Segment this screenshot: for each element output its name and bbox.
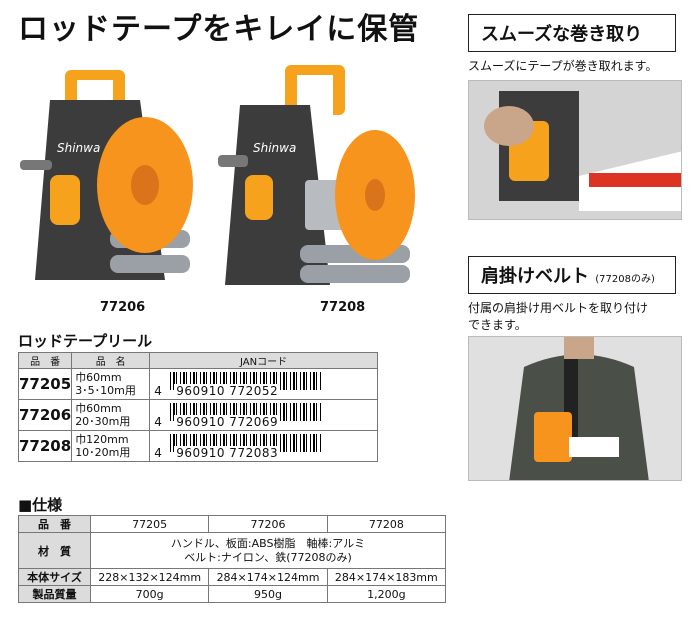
feature-desc-smooth: スムーズにテープが巻き取れます。 bbox=[468, 59, 658, 73]
spec-model: 77208 bbox=[326, 515, 447, 533]
spec-material-line1: ハンドル、板面:ABS樹脂 軸棒:アルミ bbox=[170, 536, 366, 550]
row-name-line1: 巾60mm bbox=[75, 371, 122, 384]
col-header-jan: JANコード bbox=[149, 352, 378, 369]
spec-weight: 700g bbox=[89, 585, 210, 603]
barcode-digits: 960910 772052 bbox=[174, 383, 281, 398]
row-name-line2: 3･5･10m用 bbox=[75, 384, 136, 397]
feature-title-belt-note: (77208のみ) bbox=[595, 274, 655, 285]
barcode-digit-first: 4 bbox=[154, 445, 162, 460]
spec-size: 228×132×124mm bbox=[89, 568, 210, 586]
row-code: 77205 bbox=[17, 368, 73, 400]
feature-title-belt-text: 肩掛けベルト bbox=[481, 266, 589, 287]
spec-label-material: 材 質 bbox=[18, 532, 91, 569]
spec-size: 284×174×183mm bbox=[326, 568, 447, 586]
product-logo: Shinwa bbox=[57, 141, 100, 155]
row-code: 77208 bbox=[17, 430, 73, 462]
row-name-line1: 巾60mm bbox=[75, 402, 122, 415]
product-image-77208: Shinwa bbox=[215, 60, 425, 290]
photo-winding bbox=[468, 80, 682, 220]
spec-label-model: 品 番 bbox=[18, 515, 91, 533]
barcode-digits: 960910 772069 bbox=[174, 414, 281, 429]
page-title: ロッドテープをキレイに保管 bbox=[18, 12, 420, 47]
spec-material-line2: ベルト:ナイロン、鉄(77208のみ) bbox=[184, 550, 352, 564]
feature-title-smooth: スムーズな巻き取り bbox=[468, 14, 676, 52]
lineup-heading: ロッドテープリール bbox=[18, 332, 153, 350]
spec-model: 77205 bbox=[89, 515, 210, 533]
row-name-line2: 20･30m用 bbox=[75, 415, 131, 428]
feature-desc-belt-line2: できます。 bbox=[468, 318, 527, 332]
spec-weight: 1,200g bbox=[326, 585, 447, 603]
barcode-digit-first: 4 bbox=[154, 414, 162, 429]
barcode-digit-first: 4 bbox=[154, 383, 162, 398]
col-header-code: 品 番 bbox=[17, 352, 73, 369]
product-logo: Shinwa bbox=[253, 141, 296, 155]
feature-desc-belt-line1: 付属の肩掛け用ベルトを取り付け bbox=[468, 301, 649, 315]
row-barcode: 4 960910 772052 bbox=[149, 368, 378, 400]
spec-heading: ■仕様 bbox=[18, 496, 63, 514]
row-name-line1: 巾120mm bbox=[75, 433, 129, 446]
spec-model: 77206 bbox=[208, 515, 328, 533]
row-barcode: 4 960910 772083 bbox=[149, 430, 378, 462]
product-model-77208: 77208 bbox=[320, 300, 366, 315]
photo-shoulder-belt bbox=[468, 336, 682, 481]
spec-label-size: 本体サイズ bbox=[18, 568, 91, 586]
spec-size-row: 本体サイズ 228×132×124mm 284×174×124mm 284×17… bbox=[18, 568, 447, 586]
product-image-77206: Shinwa bbox=[15, 60, 225, 290]
row-barcode: 4 960910 772069 bbox=[149, 399, 378, 431]
spec-size: 284×174×124mm bbox=[208, 568, 328, 586]
spec-label-weight: 製品質量 bbox=[18, 585, 91, 603]
row-code: 77206 bbox=[17, 399, 73, 431]
table-header-row: 品 番 品 名 JANコード bbox=[17, 352, 378, 369]
product-model-77206: 77206 bbox=[100, 300, 146, 315]
spec-material-row: 材 質 ハンドル、板面:ABS樹脂 軸棒:アルミベルト:ナイロン、鉄(77208… bbox=[18, 532, 446, 569]
spec-table: 品 番 77205 77206 77208 材 質 ハンドル、板面:ABS樹脂 … bbox=[18, 515, 447, 603]
feature-desc-belt: 付属の肩掛け用ベルトを取り付け できます。 bbox=[468, 300, 648, 334]
spec-weight-row: 製品質量 700g 950g 1,200g bbox=[18, 585, 447, 603]
barcode-digits: 960910 772083 bbox=[174, 445, 281, 460]
row-name-line2: 10･20m用 bbox=[75, 446, 131, 459]
spec-material: ハンドル、板面:ABS樹脂 軸棒:アルミベルト:ナイロン、鉄(77208のみ) bbox=[90, 532, 446, 569]
spec-weight: 950g bbox=[208, 585, 328, 603]
spec-header-row: 品 番 77205 77206 77208 bbox=[18, 515, 447, 533]
feature-title-belt: 肩掛けベルト (77208のみ) bbox=[468, 256, 676, 294]
col-header-name: 品 名 bbox=[71, 352, 151, 369]
